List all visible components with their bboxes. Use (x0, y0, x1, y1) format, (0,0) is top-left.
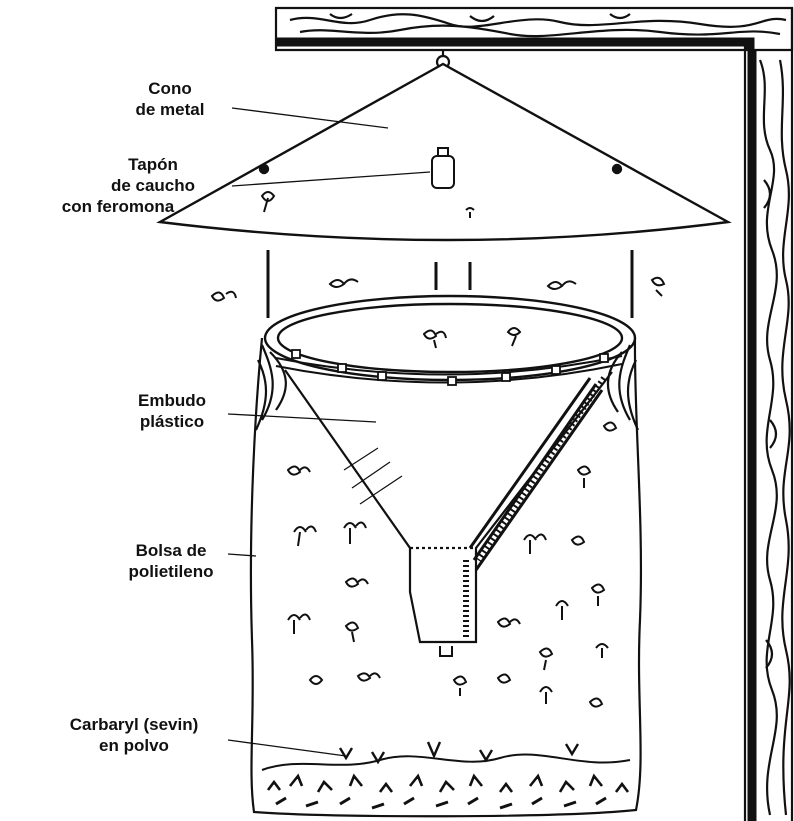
wood-beam-shadow (276, 42, 750, 50)
label-plug-line3: con feromona (10, 196, 226, 217)
label-powder-line1: Carbaryl (sevin) (36, 714, 232, 735)
label-bag-line1: Bolsa de (112, 540, 230, 561)
leader-powder (228, 740, 346, 756)
label-pheromone-plug: Tapón de caucho con feromona (10, 154, 226, 217)
label-plug-line1: Tapón (10, 154, 226, 175)
label-bag-line2: polietileno (112, 561, 230, 582)
label-bag: Bolsa de polietileno (112, 540, 230, 582)
label-powder-line2: en polvo (36, 735, 232, 756)
cone-rivet-right (613, 165, 621, 173)
label-funnel: Embudo plástico (118, 390, 226, 432)
leader-funnel (228, 414, 376, 422)
label-funnel-line1: Embudo (118, 390, 226, 411)
funnel-rim (265, 296, 635, 380)
label-cone-line1: Cono (108, 78, 232, 99)
label-powder: Carbaryl (sevin) en polvo (36, 714, 232, 756)
label-funnel-line2: plástico (118, 411, 226, 432)
cone-rivet-left (260, 165, 268, 173)
label-cone: Cono de metal (108, 78, 232, 120)
label-plug-line2: de caucho (10, 175, 226, 196)
label-cone-line2: de metal (108, 99, 232, 120)
insects-in-bag (288, 422, 616, 706)
